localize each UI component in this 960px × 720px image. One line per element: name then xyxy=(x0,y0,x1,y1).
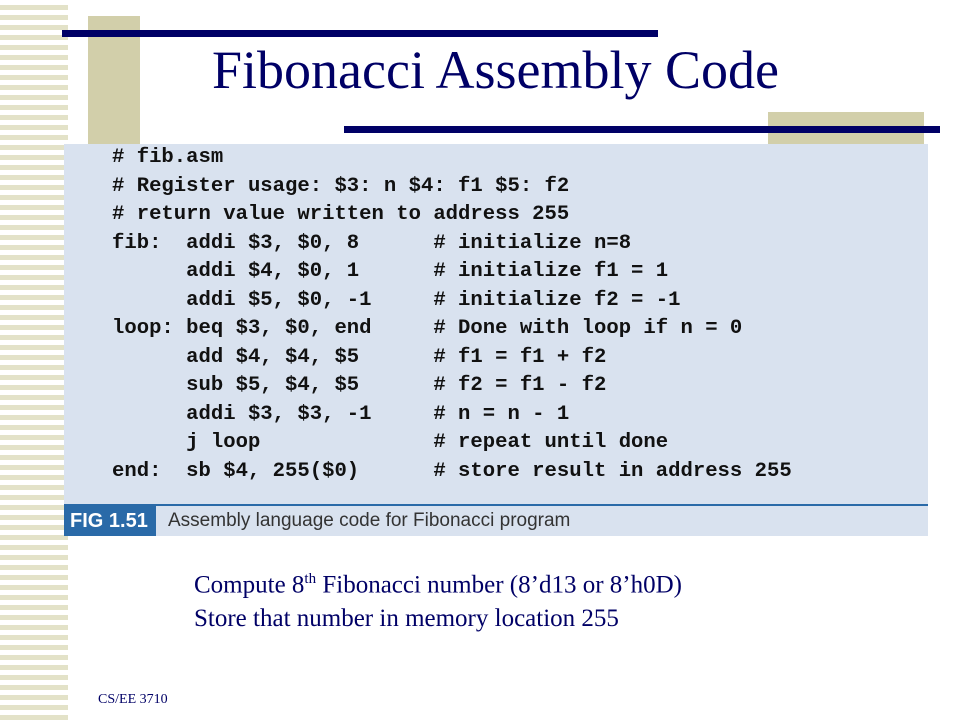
code-line: add $4, $4, $5 # f1 = f1 + f2 xyxy=(112,345,607,369)
code-line: loop: beq $3, $0, end # Done with loop i… xyxy=(112,317,743,340)
figure-label: FIG 1.51 xyxy=(64,506,156,536)
note-compute-superscript: th xyxy=(304,571,317,587)
code-line: sub $5, $4, $5 # f2 = f1 - f2 xyxy=(112,374,607,397)
code-line: # return value written to address 255 xyxy=(112,203,570,226)
title-bottom-rule xyxy=(344,126,940,133)
striped-side-border xyxy=(0,0,68,720)
notes: Compute 8th Fibonacci number (8’d13 or 8… xyxy=(194,562,682,636)
note-store: Store that number in memory location 255 xyxy=(194,605,619,633)
decorative-square-top-left xyxy=(88,16,140,146)
code-line: # Register usage: $3: n $4: f1 $5: f2 xyxy=(112,174,570,198)
code-line: j loop # repeat until done xyxy=(112,431,669,454)
note-compute: Compute 8th Fibonacci number (8’d13 or 8… xyxy=(194,562,682,602)
code-line: end: sb $4, 255($0) # store result in ad… xyxy=(112,459,792,483)
code-line: # fib.asm xyxy=(112,146,224,169)
code-figure: # fib.asm # Register usage: $3: n $4: f1… xyxy=(64,144,928,536)
code-block: # fib.asm # Register usage: $3: n $4: f1… xyxy=(112,144,792,486)
slide-footer: CS/EE 3710 xyxy=(98,692,168,707)
code-line: fib: addi $3, $0, 8 # initialize n=8 xyxy=(112,231,632,255)
slide-title: Fibonacci Assembly Code xyxy=(212,40,779,100)
figure-caption: Assembly language code for Fibonacci pro… xyxy=(168,510,571,531)
note-compute-suffix: Fibonacci number (8’d13 or 8’h0D) xyxy=(316,571,682,599)
code-line: addi $3, $3, -1 # n = n - 1 xyxy=(112,402,570,426)
code-line: addi $4, $0, 1 # initialize f1 = 1 xyxy=(112,260,669,283)
code-line: addi $5, $0, -1 # initialize f2 = -1 xyxy=(112,288,681,312)
caption-rule xyxy=(64,504,928,506)
note-compute-prefix: Compute 8 xyxy=(194,571,305,599)
title-top-rule xyxy=(62,30,658,37)
